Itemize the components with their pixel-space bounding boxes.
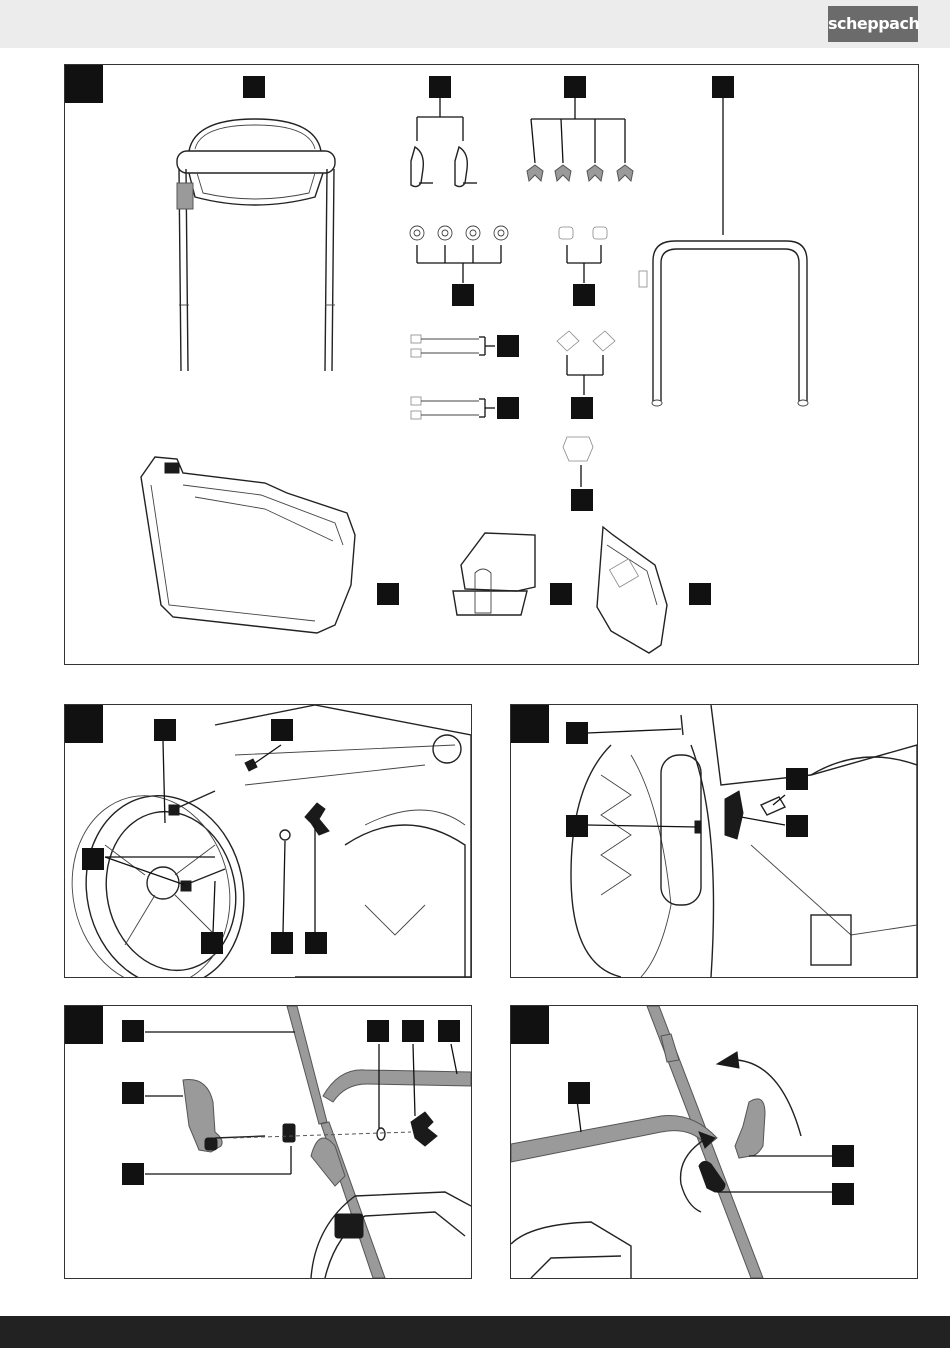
mulching-plug-icon bbox=[453, 533, 535, 615]
mower-deck-icon bbox=[215, 705, 471, 977]
star-knob-icon bbox=[725, 791, 785, 839]
mower-deck-icon bbox=[311, 1192, 471, 1278]
callout-marker bbox=[452, 284, 474, 306]
callout-marker bbox=[271, 932, 293, 954]
callout-marker bbox=[497, 335, 519, 357]
callout-marker bbox=[573, 284, 595, 306]
callout-marker bbox=[566, 815, 588, 837]
callout-marker bbox=[689, 583, 711, 605]
callout-marker bbox=[377, 583, 399, 605]
washer-icon bbox=[410, 226, 508, 283]
callout-marker bbox=[122, 1082, 144, 1104]
figure-5 bbox=[510, 1005, 918, 1279]
header-bar bbox=[0, 0, 950, 48]
callout-marker bbox=[571, 489, 593, 511]
upper-handle-icon bbox=[511, 1006, 763, 1278]
callout-marker bbox=[497, 397, 519, 419]
callout-marker bbox=[786, 815, 808, 837]
callout-marker bbox=[786, 768, 808, 790]
callout-marker bbox=[122, 1163, 144, 1185]
washer-icon bbox=[280, 830, 290, 840]
callout-marker bbox=[402, 1020, 424, 1042]
callout-marker bbox=[438, 1020, 460, 1042]
figure-2 bbox=[64, 704, 472, 978]
callout-marker bbox=[712, 76, 734, 98]
star-knob-icon bbox=[245, 759, 329, 835]
side-discharge-chute-icon bbox=[597, 527, 667, 653]
grass-catcher-icon bbox=[141, 457, 355, 633]
bolt-icon bbox=[681, 715, 701, 833]
footer-bar bbox=[0, 1316, 950, 1348]
callout-marker bbox=[571, 397, 593, 419]
wheel-icon bbox=[65, 781, 261, 977]
quick-release-lever-icon bbox=[411, 97, 477, 187]
callout-marker bbox=[550, 583, 572, 605]
callout-marker bbox=[82, 848, 104, 870]
callout-marker bbox=[566, 722, 588, 744]
callout-marker bbox=[271, 719, 293, 741]
callout-marker bbox=[564, 76, 586, 98]
bolt-icon bbox=[411, 335, 495, 419]
callout-marker bbox=[201, 932, 223, 954]
spacer-icon bbox=[559, 227, 607, 283]
brand-logo: scheppach bbox=[828, 6, 918, 42]
callout-marker bbox=[305, 932, 327, 954]
figure-4 bbox=[64, 1005, 472, 1279]
spacer-icon bbox=[283, 1124, 295, 1142]
handle-assembly-icon bbox=[177, 119, 335, 371]
mower-deck-icon bbox=[711, 705, 917, 977]
star-knob-icon bbox=[411, 1112, 437, 1146]
callout-marker bbox=[154, 719, 176, 741]
callout-marker bbox=[243, 76, 265, 98]
quick-release-lever-icon bbox=[183, 1079, 265, 1152]
callout-marker bbox=[832, 1145, 854, 1167]
figure-3 bbox=[510, 704, 918, 978]
mower-deck-icon bbox=[511, 1222, 631, 1278]
callout-marker bbox=[832, 1183, 854, 1205]
upper-handle-icon bbox=[639, 97, 808, 406]
washer-icon bbox=[377, 1128, 385, 1140]
callout-marker bbox=[429, 76, 451, 98]
callout-marker bbox=[122, 1020, 144, 1042]
callout-marker bbox=[568, 1082, 590, 1104]
wheel-icon bbox=[571, 745, 714, 977]
figure-1 bbox=[64, 64, 919, 665]
callout-marker bbox=[367, 1020, 389, 1042]
star-knob-icon bbox=[527, 97, 633, 181]
